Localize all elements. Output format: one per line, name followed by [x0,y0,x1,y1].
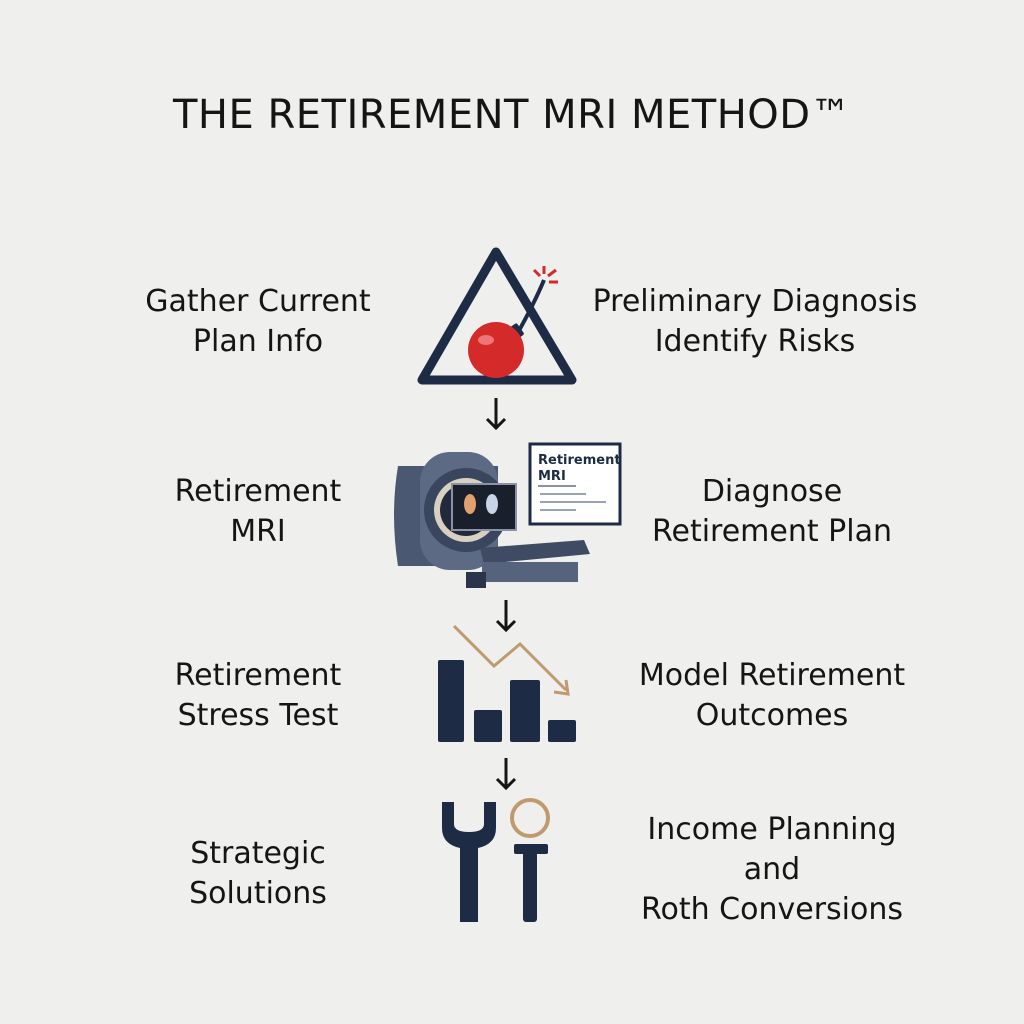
step-1-right-label: Preliminary Diagnosis Identify Risks [592,284,918,359]
warning-bomb-icon [417,247,577,385]
screen-title-line-2: MRI [538,469,566,484]
step-2-left-label: Retirement MRI [174,474,342,549]
tools-icon [442,798,550,922]
mri-scanner-icon: Retirement MRI [394,442,622,588]
step-3-right-label: Model Retirement Outcomes [638,658,906,733]
step-4-left-label: Strategic Solutions [189,836,327,911]
step-1-left-label: Gather Current Plan Info [145,284,371,359]
step-3-left-label: Retirement Stress Test [174,658,342,733]
down-arrow-icon [495,758,517,791]
down-arrow-icon [495,600,517,633]
page-title: THE RETIREMENT MRI METHOD™ [172,92,852,138]
down-arrow-icon [485,398,507,431]
screen-title-line-1: Retirement [538,453,621,468]
step-2-right-label: Diagnose Retirement Plan [652,474,892,549]
declining-bar-chart-icon [438,624,576,742]
step-4-right-label: Income Planning and Roth Conversions [641,812,903,927]
